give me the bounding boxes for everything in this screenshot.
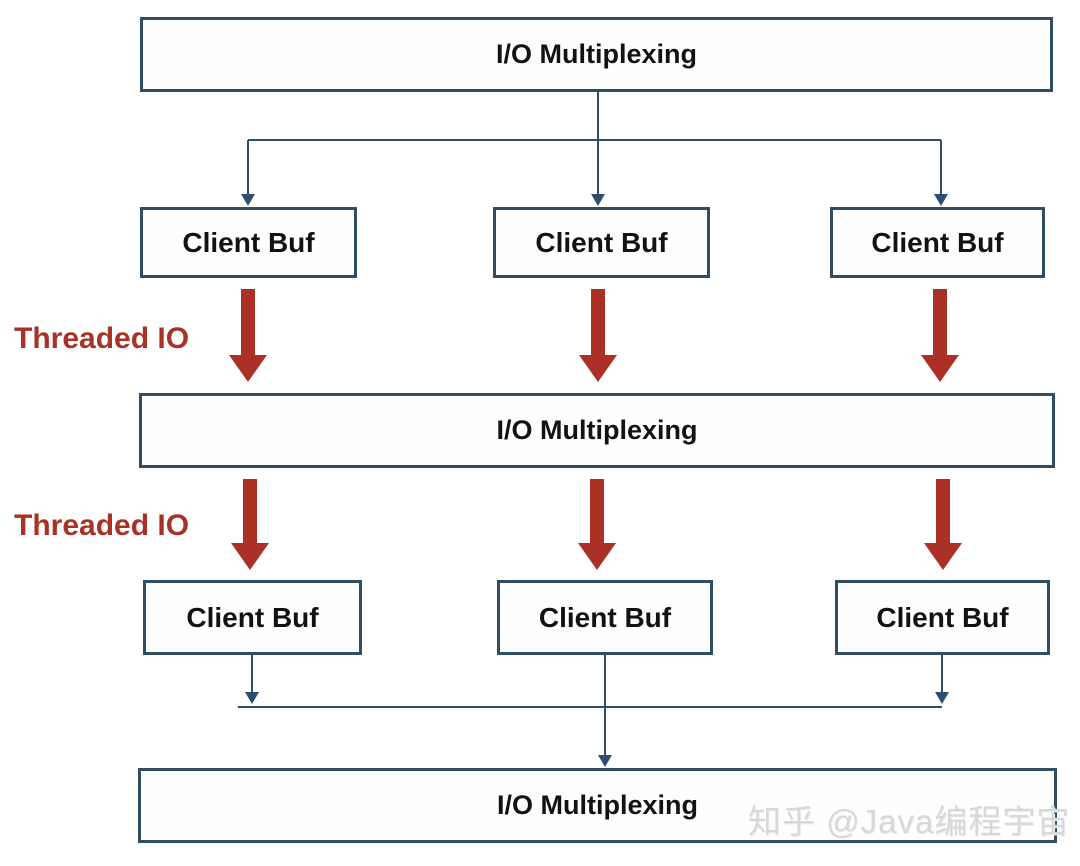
arrowhead-icon xyxy=(591,194,605,206)
threaded-io-arrow-icon xyxy=(924,479,962,570)
io-multiplexing-top-box: I/O Multiplexing xyxy=(140,17,1053,92)
io-multiplexing-bottom-label: I/O Multiplexing xyxy=(497,790,698,820)
client-buf-box: Client Buf xyxy=(497,580,713,655)
threaded-io-arrow-icon xyxy=(231,479,269,570)
arrowhead-icon xyxy=(245,692,259,704)
threaded-io-label: Threaded IO xyxy=(14,322,190,355)
arrowhead-icon xyxy=(935,692,949,704)
io-multiplexing-middle-box: I/O Multiplexing xyxy=(139,393,1055,468)
client-buf-label: Client Buf xyxy=(182,226,315,258)
io-multiplexing-bottom-box: I/O Multiplexing xyxy=(138,768,1057,843)
client-buf-box: Client Buf xyxy=(835,580,1050,655)
io-multiplexing-middle-label: I/O Multiplexing xyxy=(496,415,698,445)
client-buf-box: Client Buf xyxy=(830,207,1045,278)
arrowhead-icon xyxy=(598,755,612,767)
client-buf-label: Client Buf xyxy=(876,601,1009,633)
arrowhead-icon xyxy=(934,194,948,206)
client-buf-label: Client Buf xyxy=(871,226,1004,258)
threaded-io-label: Threaded IO xyxy=(14,509,190,542)
io-multiplexing-top-label: I/O Multiplexing xyxy=(496,39,697,69)
threaded-io-arrow-icon xyxy=(579,289,617,382)
zhihu-watermark: 知乎 @Java编程宇宙 xyxy=(748,803,1071,840)
client-buf-box: Client Buf xyxy=(493,207,710,278)
client-buf-label: Client Buf xyxy=(535,226,668,258)
client-buf-label: Client Buf xyxy=(186,601,319,633)
threaded-io-arrow-icon xyxy=(578,479,616,570)
client-buf-label: Client Buf xyxy=(538,601,672,633)
client-buf-box: Client Buf xyxy=(140,207,357,278)
threaded-io-arrow-icon xyxy=(229,289,267,382)
threaded-io-arrow-icon xyxy=(921,289,959,382)
arrowhead-icon xyxy=(241,194,255,206)
client-buf-box: Client Buf xyxy=(143,580,362,655)
